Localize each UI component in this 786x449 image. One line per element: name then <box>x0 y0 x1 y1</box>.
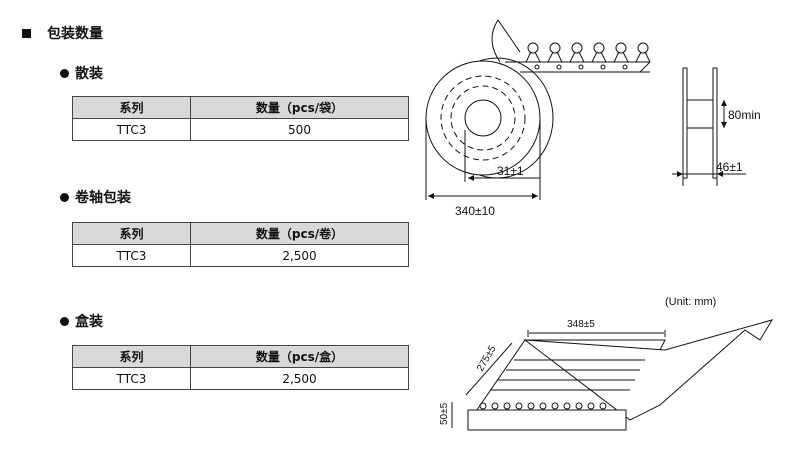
table-header-quantity: 数量（pcs/盒） <box>190 345 409 368</box>
reel-flange-dim: 80min <box>728 108 761 122</box>
table-cell-series: TTC3 <box>72 118 191 141</box>
bulk-quantity-table: 系列 数量（pcs/袋） TTC3 500 <box>72 96 409 141</box>
table-header-row: 系列 数量（pcs/盒） <box>72 345 409 368</box>
page-title: 包装数量 <box>22 23 103 43</box>
box-quantity-table: 系列 数量（pcs/盒） TTC3 2,500 <box>72 345 409 390</box>
box-components <box>479 402 607 410</box>
box-length-dim: 348±5 <box>567 319 595 330</box>
reel-diameter-dim: 340±10 <box>455 204 495 218</box>
tape-components <box>525 42 651 70</box>
section-box-heading: 盒装 <box>60 311 103 331</box>
table-row: TTC3 500 <box>72 118 409 141</box>
table-cell-quantity: 500 <box>190 118 409 141</box>
table-cell-quantity: 2,500 <box>190 367 409 390</box>
box-height-dim: 50±5 <box>439 402 450 425</box>
table-cell-series: TTC3 <box>72 367 191 390</box>
box-drawing <box>451 319 774 431</box>
reel-quantity-table: 系列 数量（pcs/卷） TTC3 2,500 <box>72 222 409 267</box>
table-header-quantity: 数量（pcs/卷） <box>190 222 409 245</box>
table-header-series: 系列 <box>72 96 191 119</box>
table-cell-quantity: 2,500 <box>190 244 409 267</box>
box-depth-dim: 275±5 <box>475 344 499 374</box>
section-title: 散装 <box>75 66 103 82</box>
section-title: 卷轴包装 <box>75 190 131 206</box>
section-bulk-heading: 散装 <box>60 63 103 83</box>
square-bullet-icon <box>22 28 31 38</box>
reel-side-view <box>672 67 746 186</box>
bullet-dot-icon <box>60 316 69 326</box>
table-header-series: 系列 <box>72 345 191 368</box>
section-title: 盒装 <box>75 314 103 330</box>
reel-hub-dim: 31±1 <box>497 164 524 178</box>
bullet-dot-icon <box>60 68 69 78</box>
unit-label: (Unit: mm) <box>665 296 717 308</box>
section-reel-heading: 卷轴包装 <box>60 187 131 207</box>
table-row: TTC3 2,500 <box>72 244 409 267</box>
page-title-text: 包装数量 <box>47 26 103 42</box>
reel-width-dim: 46±1 <box>716 160 743 174</box>
table-header-row: 系列 数量（pcs/袋） <box>72 96 409 119</box>
table-row: TTC3 2,500 <box>72 367 409 390</box>
bullet-dot-icon <box>60 192 69 202</box>
table-cell-series: TTC3 <box>72 244 191 267</box>
